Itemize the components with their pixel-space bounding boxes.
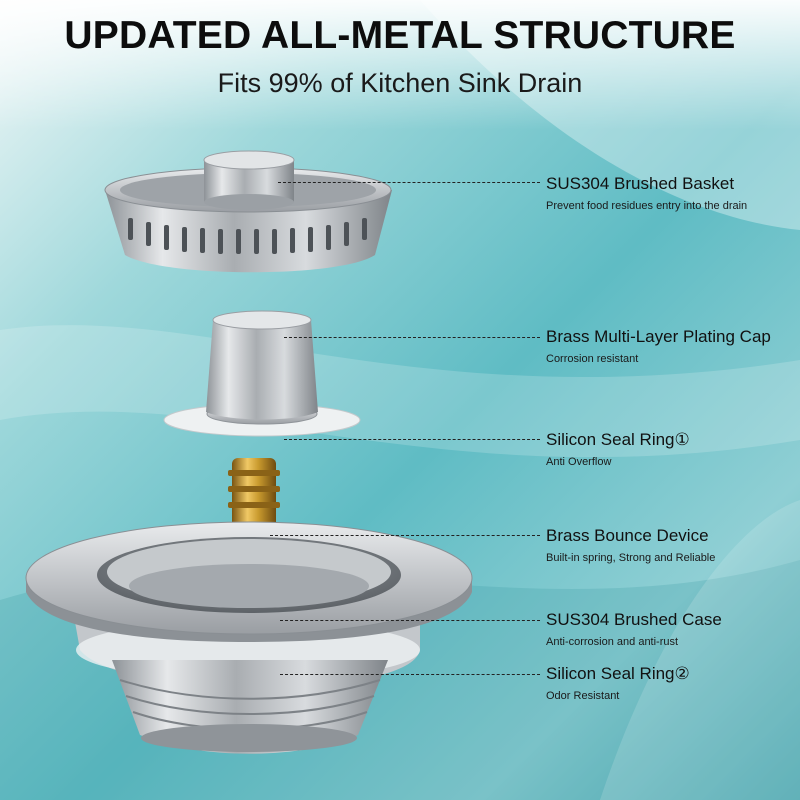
part-description: Anti-corrosion and anti-rust — [546, 636, 679, 648]
leader-line-bounce-device — [270, 535, 540, 536]
label-seal-ring-1: Silicon Seal Ring① Anti Overflow — [546, 430, 796, 468]
part-name: Silicon Seal Ring① — [546, 430, 690, 449]
part-description: Prevent food residues entry into the dra… — [546, 200, 748, 212]
leader-line-cap — [284, 337, 540, 338]
part-name: Silicon Seal Ring② — [546, 664, 690, 683]
page-title: UPDATED ALL-METAL STRUCTURE — [64, 14, 736, 57]
part-name: Brass Multi-Layer Plating Cap — [546, 327, 771, 346]
part-description: Anti Overflow — [546, 456, 612, 468]
label-seal-ring-2: Silicon Seal Ring② Odor Resistant — [546, 664, 796, 702]
part-name: SUS304 Brushed Basket — [546, 174, 735, 193]
part-description: Corrosion resistant — [546, 353, 639, 365]
part-name: Brass Bounce Device — [546, 526, 709, 545]
cap-part — [163, 310, 361, 437]
case-part — [25, 521, 473, 754]
part-name: SUS304 Brushed Case — [546, 610, 722, 629]
label-case: SUS304 Brushed Case Anti-corrosion and a… — [546, 610, 796, 648]
leader-line-case — [280, 620, 540, 621]
part-description: Built-in spring, Strong and Reliable — [546, 552, 716, 564]
part-description: Odor Resistant — [546, 690, 620, 702]
leader-line-seal-ring-1 — [284, 439, 540, 440]
basket-part — [104, 150, 392, 273]
leader-line-seal-ring-2 — [280, 674, 540, 675]
label-bounce-device: Brass Bounce Device Built-in spring, Str… — [546, 526, 796, 564]
label-cap: Brass Multi-Layer Plating Cap Corrosion … — [546, 327, 796, 365]
leader-line-basket — [278, 182, 540, 183]
label-basket: SUS304 Brushed Basket Prevent food resid… — [546, 174, 796, 212]
page-subtitle: Fits 99% of Kitchen Sink Drain — [217, 68, 583, 98]
